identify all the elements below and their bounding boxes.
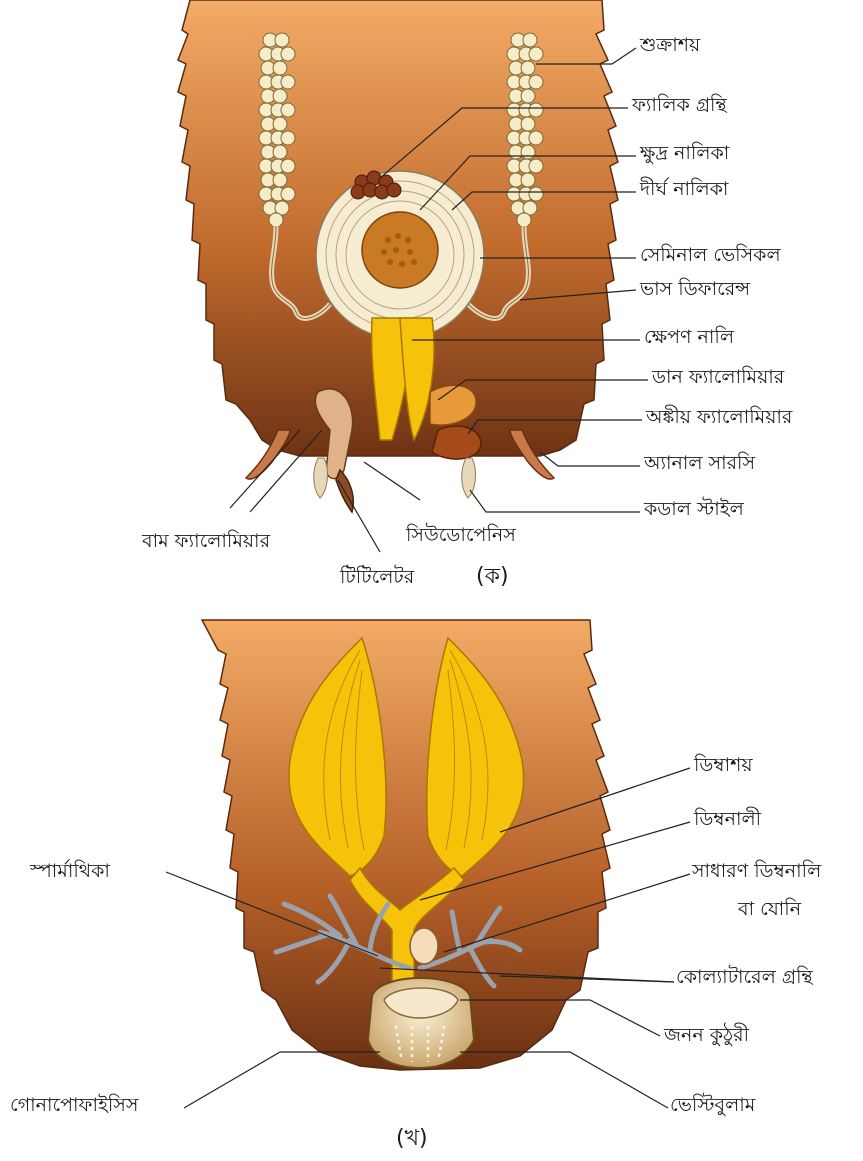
label-right-phallomere: ডান ফ্যালোমিয়ার bbox=[652, 368, 784, 387]
label-colleterial-gland: কোল্যাটারেল গ্রন্থি bbox=[676, 968, 813, 987]
label-long-tubule: দীর্ঘ নালিকা bbox=[640, 180, 728, 199]
label-spermatheca: স্পার্মাথিকা bbox=[30, 862, 110, 881]
label-left-phallomere: বাম ফ্যালোমিয়ার bbox=[142, 532, 270, 551]
seminal-vesicle bbox=[316, 171, 484, 339]
label-short-tubule: ক্ষুদ্র নালিকা bbox=[640, 144, 729, 163]
spermatheca bbox=[410, 928, 438, 964]
label-seminal-vesicle: সেমিনাল ভেসিকল bbox=[640, 246, 781, 265]
label-common-oviduct: সাধারণ ডিম্বনালি bbox=[692, 862, 821, 881]
ventral-phallomere bbox=[432, 426, 481, 459]
label-oviduct: ডিম্বনালী bbox=[694, 810, 761, 829]
figure-a-male-reproductive bbox=[178, 0, 648, 552]
caption-figure-a: (ক) bbox=[476, 566, 509, 588]
label-genital-chamber: জনন কুঠুরী bbox=[664, 1026, 749, 1045]
caudal-style-right bbox=[462, 458, 476, 498]
label-vestibulum: ভেস্টিবুলাম bbox=[670, 1096, 755, 1115]
label-phallic-gland: ফ্যালিক গ্রন্থি bbox=[632, 96, 727, 115]
figure-b-female-reproductive bbox=[166, 620, 690, 1108]
label-anal-cercus: অ্যানাল সারসি bbox=[644, 454, 755, 473]
label-pseudopenis: সিউডোপেনিস bbox=[406, 526, 516, 545]
label-vas-deferens: ভাস ডিফারেন্স bbox=[640, 280, 750, 299]
label-seminal-receptacle: শুক্রাশয় bbox=[640, 36, 700, 55]
label-vagina: বা যোনি bbox=[738, 900, 801, 919]
label-ventral-phallomere: অঙ্কীয় ফ্যালোমিয়ার bbox=[646, 408, 792, 427]
label-gonapophysis: গোনাপোফাইসিস bbox=[10, 1096, 138, 1115]
caudal-style-left bbox=[314, 458, 328, 498]
caption-figure-b: (খ) bbox=[396, 1128, 428, 1150]
label-ovary: ডিম্বাশয় bbox=[694, 756, 753, 775]
label-titillator: টিটিলেটর bbox=[340, 568, 414, 587]
label-caudal-style: কডাল স্টাইল bbox=[644, 500, 744, 519]
label-ejaculatory-duct: ক্ষেপণ নালি bbox=[644, 328, 734, 347]
